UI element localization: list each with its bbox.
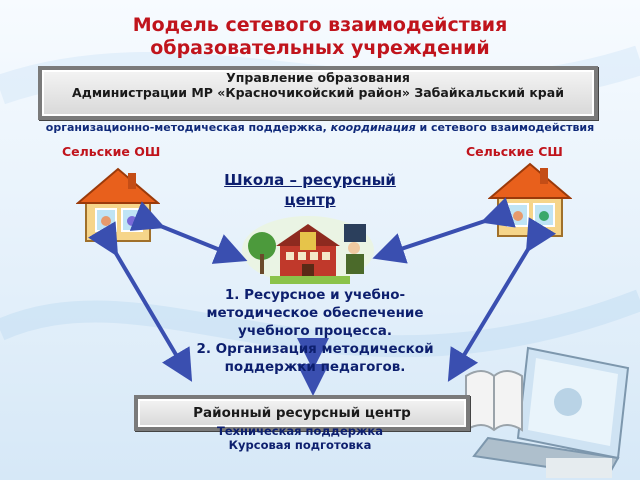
laptop-icon	[472, 346, 630, 478]
district-center-services: Техническая поддержка Курсовая подготовк…	[190, 424, 410, 452]
department-name: Управление образования	[226, 70, 410, 85]
school-building-icon	[242, 216, 374, 284]
support-text-prefix: организационно-методическая поддержка,	[45, 121, 331, 134]
support-description: организационно-методическая поддержка, к…	[40, 121, 600, 134]
department-administration: Администрации МР «Красночикойский район»…	[72, 85, 564, 100]
service-item: Техническая поддержка	[217, 424, 383, 438]
support-text-italic: координация	[330, 121, 416, 134]
support-text-suffix: и сетевого взаимодействия	[415, 121, 595, 134]
education-department-box: Управление образования Администрации МР …	[38, 66, 598, 120]
arrow-left-house-to-center	[129, 201, 248, 264]
arrow-left-house-to-district	[88, 221, 193, 382]
resource-center-tasks: 1. Ресурсное и учебно-методическое обесп…	[170, 286, 460, 376]
district-resource-center-label: Районный ресурсный центр	[193, 405, 411, 421]
district-resource-center-box: Районный ресурсный центр	[134, 395, 470, 431]
service-item: Курсовая подготовка	[228, 438, 372, 452]
resource-school-title: Школа – ресурсный центр	[224, 171, 396, 209]
book-icon	[465, 370, 523, 432]
page-title: Модель сетевого взаимодействия образоват…	[132, 14, 508, 59]
rural-secondary-schools-label: Сельские СШ	[466, 144, 563, 159]
arrow-right-house-to-district	[447, 217, 557, 382]
task-item: 1. Ресурсное и учебно-методическое обесп…	[206, 287, 424, 339]
rural-basic-schools-label: Сельские ОШ	[62, 144, 161, 159]
task-item: 2. Организация методической поддержки пе…	[196, 341, 434, 375]
arrow-right-house-to-center	[372, 197, 516, 264]
